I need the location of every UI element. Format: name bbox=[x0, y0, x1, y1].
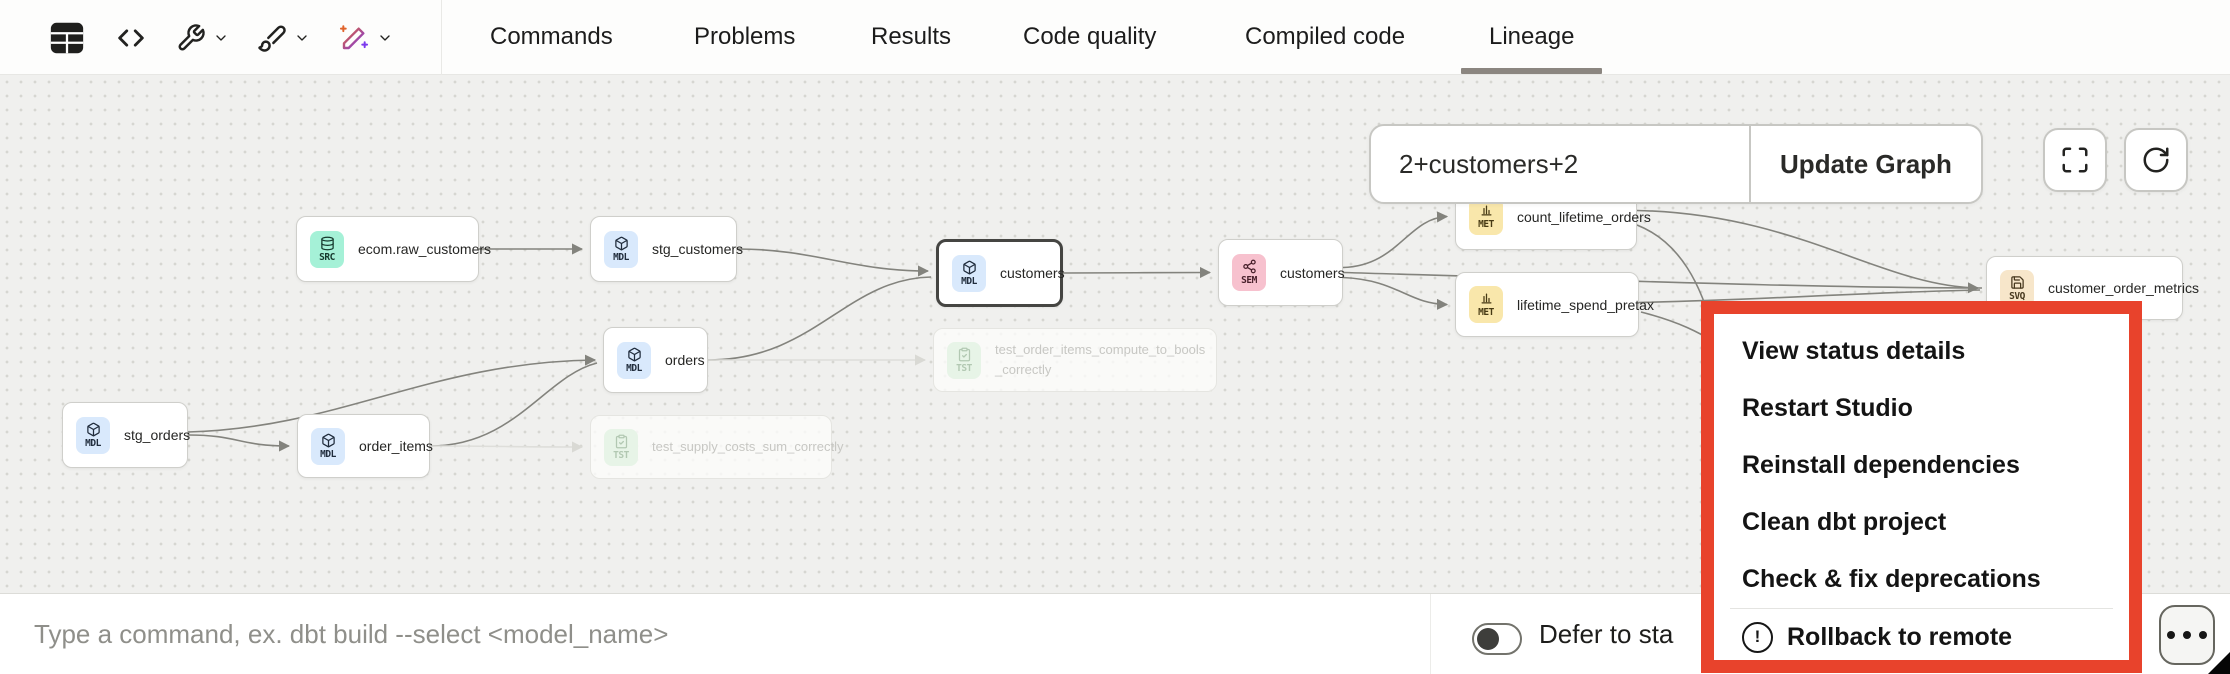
save-icon: SVQ bbox=[2000, 269, 2034, 307]
lineage-node-label: ecom.raw_customers bbox=[358, 241, 492, 257]
tab-problems[interactable]: Problems bbox=[694, 23, 796, 50]
refresh-icon bbox=[2143, 147, 2169, 173]
lineage-node-test_supply_costs_sum_correctly[interactable]: TST test_supply_costs_sum_correctly bbox=[590, 415, 843, 479]
defer-label: Defer to sta bbox=[1539, 618, 1674, 649]
clipboard-icon: TST bbox=[947, 341, 981, 379]
menu-item-restart-studio[interactable]: Restart Studio bbox=[1742, 394, 1913, 422]
ellipsis-icon bbox=[2167, 631, 2175, 639]
chevron-down-icon bbox=[216, 34, 226, 41]
bar-chart-icon: MET bbox=[1469, 198, 1503, 235]
refresh-button[interactable] bbox=[2124, 128, 2188, 192]
menu-item-check-fix-deprecations[interactable]: Check & fix deprecations bbox=[1742, 565, 2041, 593]
share-icon: SEM bbox=[1232, 254, 1266, 291]
tab-compiled-code[interactable]: Compiled code bbox=[1245, 23, 1406, 50]
wrench-icon bbox=[178, 23, 205, 50]
cleanup-tools-button[interactable] bbox=[257, 23, 310, 53]
update-graph-button[interactable]: Update Graph bbox=[1751, 126, 1981, 202]
lineage-node-customers_sem[interactable]: SEM customers bbox=[1218, 239, 1345, 306]
cursor-wedge bbox=[2208, 652, 2230, 674]
toggle-knob bbox=[1477, 628, 1499, 650]
lineage-node-label: count_lifetime_orders bbox=[1517, 208, 1651, 225]
tab-lineage[interactable]: Lineage bbox=[1460, 0, 1603, 74]
defer-toggle[interactable] bbox=[1472, 623, 1522, 655]
lineage-node-customers_model[interactable]: MDL customers bbox=[936, 239, 1065, 307]
code-view-button[interactable] bbox=[114, 21, 148, 55]
menu-item-label: Rollback to remote bbox=[1787, 622, 2013, 651]
database-icon: SRC bbox=[310, 230, 344, 268]
lineage-node-orders[interactable]: MDL orders bbox=[603, 327, 708, 393]
tab-results[interactable]: Results bbox=[871, 23, 952, 50]
selector-value: 2+customers+2 bbox=[1399, 148, 1579, 179]
command-placeholder: Type a command, ex. dbt build --select <… bbox=[34, 618, 669, 649]
editor-toolbar bbox=[0, 0, 442, 75]
lineage-node-label: customers bbox=[1000, 265, 1065, 281]
table-icon bbox=[50, 22, 84, 53]
fullscreen-button[interactable] bbox=[2043, 128, 2107, 192]
tab-commands[interactable]: Commands bbox=[490, 23, 613, 50]
tab-code-quality[interactable]: Code quality bbox=[1023, 23, 1157, 50]
lineage-node-label: test_supply_costs_sum_correctly bbox=[652, 438, 844, 454]
alert-circle-icon: ! bbox=[1742, 621, 1773, 653]
editor-topbar: Commands Problems Results Code quality Compi… bbox=[0, 0, 2230, 75]
menu-item-reinstall-dependencies[interactable]: Reinstall dependencies bbox=[1742, 451, 2020, 479]
lineage-node-stg_customers[interactable]: MDL stg_customers bbox=[590, 216, 743, 282]
lineage-node-test_order_items_compute_to_bools_correctly[interactable]: TST test_order_items_compute_to_bools_cor… bbox=[933, 328, 1217, 392]
lineage-selector-input[interactable]: 2+customers+2 bbox=[1371, 126, 1751, 202]
table-view-button[interactable] bbox=[48, 19, 86, 57]
chevron-down-icon bbox=[380, 34, 390, 41]
build-tools-button[interactable] bbox=[176, 23, 229, 53]
lineage-node-stg_orders[interactable]: MDL stg_orders bbox=[62, 402, 191, 468]
cube-icon: MDL bbox=[604, 230, 638, 268]
lineage-node-ecom_raw_customers[interactable]: SRC ecom.raw_customers bbox=[296, 216, 491, 282]
command-input[interactable]: Type a command, ex. dbt build --select <… bbox=[34, 594, 668, 674]
lineage-node-label: orders bbox=[665, 352, 705, 368]
lineage-node-label: lifetime_spend_pretax bbox=[1517, 296, 1654, 313]
lineage-node-label: test_order_items_compute_to_bools_correc… bbox=[995, 341, 1206, 377]
lineage-node-label: stg_orders bbox=[124, 427, 191, 443]
magic-wand-icon bbox=[339, 24, 369, 49]
fullscreen-icon bbox=[2062, 147, 2088, 173]
menu-item-clean-dbt-project[interactable]: Clean dbt project bbox=[1742, 508, 1947, 536]
lineage-node-order_items[interactable]: MDL order_items bbox=[297, 414, 433, 478]
ai-assist-button[interactable] bbox=[338, 22, 393, 54]
code-icon bbox=[118, 29, 144, 46]
more-options-button[interactable] bbox=[2159, 605, 2215, 665]
menu-item-rollback[interactable]: ! Rollback to remote bbox=[1714, 612, 2129, 662]
cube-icon: MDL bbox=[617, 341, 651, 379]
bar-chart-icon: MET bbox=[1469, 286, 1503, 323]
lineage-selector-bar: 2+customers+2 Update Graph bbox=[1369, 124, 1983, 204]
chevron-down-icon bbox=[297, 34, 307, 41]
divider bbox=[1430, 594, 1431, 674]
broom-icon bbox=[258, 24, 286, 52]
cube-icon: MDL bbox=[76, 416, 110, 454]
lineage-node-label: order_items bbox=[359, 438, 433, 454]
menu-item-view-status-details[interactable]: View status details bbox=[1742, 337, 1966, 365]
lineage-node-label: customer_order_metrics bbox=[2048, 280, 2199, 296]
cube-icon: MDL bbox=[311, 427, 345, 465]
lineage-node-lifetime_spend_pretax[interactable]: MET lifetime_spend_pretax bbox=[1455, 272, 1654, 337]
lineage-node-label: customers bbox=[1280, 264, 1345, 281]
clipboard-icon: TST bbox=[604, 428, 638, 466]
menu-divider bbox=[1730, 608, 2113, 609]
lineage-node-label: stg_customers bbox=[652, 241, 744, 257]
cube-icon: MDL bbox=[952, 254, 986, 292]
